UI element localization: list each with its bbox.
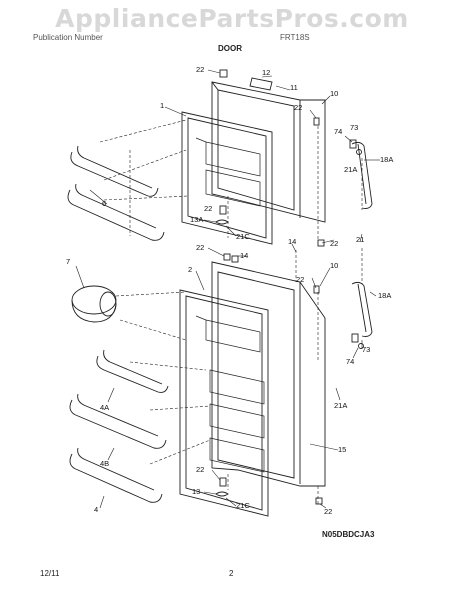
callout-74: 74 xyxy=(334,127,342,136)
freezer-door-panel xyxy=(211,81,326,223)
callout-11: 11 xyxy=(290,83,298,92)
footer-date: 12/11 xyxy=(40,569,60,578)
fresh-food-guide-lines xyxy=(115,248,363,506)
diagram-code: N05DBDCJA3 xyxy=(322,530,375,539)
callout-22: 22 xyxy=(296,275,304,284)
fresh-food-door-shelves xyxy=(69,349,169,503)
callout-21c: 21C xyxy=(236,501,250,510)
callout-22: 22 xyxy=(324,507,332,516)
fresh-food-handle xyxy=(351,281,373,349)
freezer-door-shelf xyxy=(67,145,165,241)
callout-7: 7 xyxy=(66,257,70,266)
callout-22: 22 xyxy=(196,243,204,252)
callout-4b: 4B xyxy=(100,459,109,468)
callout-12: 12 xyxy=(262,68,270,77)
callout-13: 13 xyxy=(192,487,200,496)
model-label: FRT18S xyxy=(280,33,310,42)
callout-21c: 21C xyxy=(236,232,250,241)
callout-6: 6 xyxy=(102,199,106,208)
callout-2: 2 xyxy=(188,265,192,274)
callout-10: 10 xyxy=(330,261,338,270)
callout-4: 4 xyxy=(94,505,98,514)
callout-22: 22 xyxy=(196,65,204,74)
callout-14: 14 xyxy=(288,237,296,246)
callout-14: 14 xyxy=(240,251,248,260)
callout-15: 15 xyxy=(338,445,346,454)
freezer-inner-liner xyxy=(195,137,261,207)
freezer-door-cap xyxy=(249,77,273,91)
fresh-food-door-gasket xyxy=(179,289,269,517)
publication-label: Publication Number xyxy=(33,33,103,42)
callout-22: 22 xyxy=(294,103,302,112)
callout-13a: 13A xyxy=(190,215,203,224)
dairy-compartment-cover xyxy=(71,285,117,323)
footer-page-number: 2 xyxy=(229,569,234,578)
callout-74: 74 xyxy=(346,357,354,366)
fresh-food-hinge-parts xyxy=(215,477,323,505)
callout-leaders xyxy=(75,69,380,509)
callout-22: 22 xyxy=(196,465,204,474)
callout-21a: 21A xyxy=(334,401,347,410)
callout-10: 10 xyxy=(330,89,338,98)
callout-1: 1 xyxy=(160,101,164,110)
freezer-door-gasket xyxy=(181,111,273,245)
callout-73: 73 xyxy=(362,345,370,354)
fresh-food-door-panel xyxy=(211,261,326,487)
callout-22: 22 xyxy=(204,204,212,213)
callout-18a: 18A xyxy=(378,291,391,300)
freezer-hinge-parts xyxy=(215,69,325,247)
callout-22: 22 xyxy=(330,239,338,248)
fresh-food-inner-liner xyxy=(195,315,265,473)
callout-21: 21 xyxy=(356,235,364,244)
fresh-food-handle-mount xyxy=(223,253,320,294)
callout-18a: 18A xyxy=(380,155,393,164)
section-title: DOOR xyxy=(218,44,242,53)
callout-4a: 4A xyxy=(100,403,109,412)
callout-labels: 22 12 11 1 10 22 74 73 21A 18A 6 22 13A … xyxy=(66,65,393,516)
watermark: AppliancePartsPros.com xyxy=(55,4,409,33)
freezer-guide-lines xyxy=(99,119,363,240)
callout-73: 73 xyxy=(350,123,358,132)
callout-21a: 21A xyxy=(344,165,357,174)
